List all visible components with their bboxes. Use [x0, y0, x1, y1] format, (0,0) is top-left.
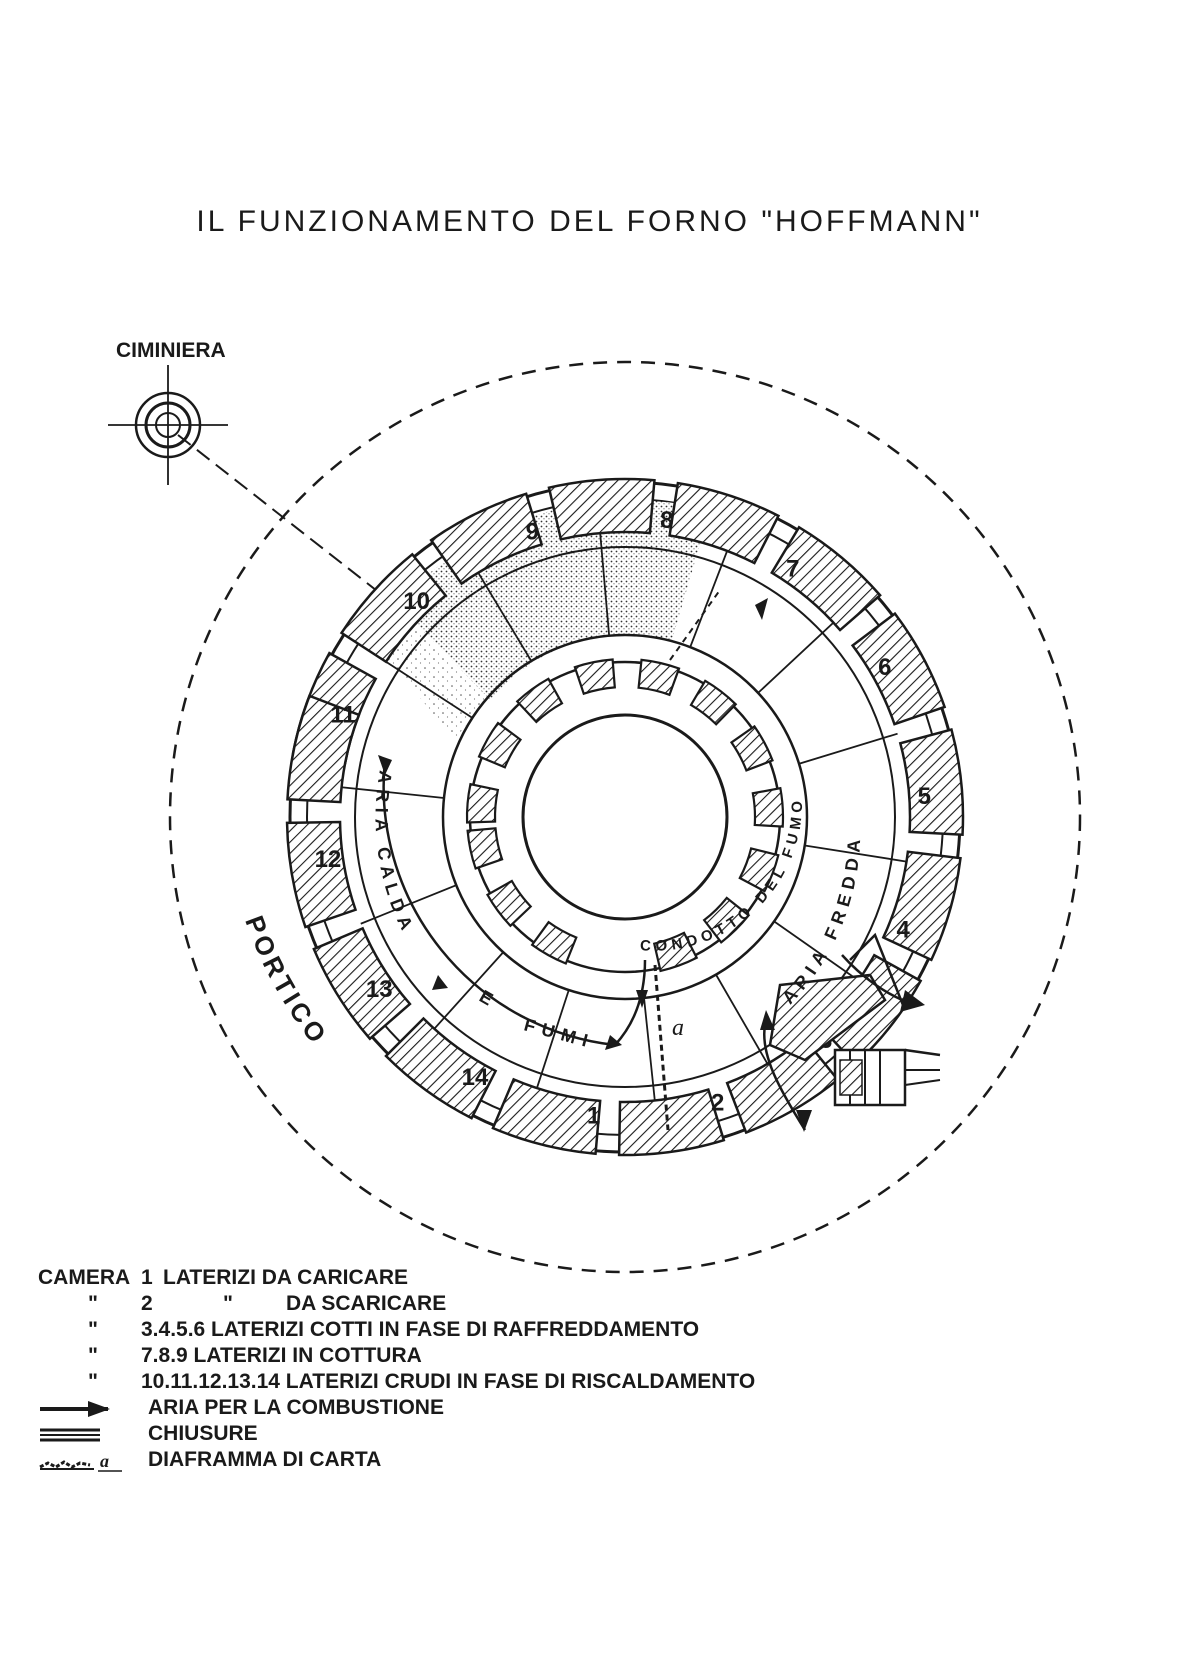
chamber-number: 11 [330, 701, 355, 728]
wall-block [883, 852, 960, 960]
legend-number: 2 [141, 1291, 153, 1317]
wall-block [479, 723, 520, 767]
chamber-number: 14 [462, 1064, 489, 1091]
flue-line [178, 435, 395, 605]
wall-block [468, 828, 502, 868]
legend-number: 1 [141, 1265, 153, 1291]
arrow-icon [38, 1397, 138, 1421]
wall-block [731, 726, 772, 770]
legend-text: 10.11.12.13.14 LATERIZI CRUDI IN FASE DI… [141, 1369, 755, 1395]
wall-block [314, 928, 410, 1038]
wall-block [900, 730, 963, 835]
wall-block [753, 788, 783, 826]
paper-diaphragm-icon: a [38, 1449, 138, 1473]
legend-ditto: " [88, 1317, 98, 1343]
chamber-number: 1 [587, 1102, 600, 1129]
chamber-divider [799, 734, 897, 764]
wall-block [575, 659, 615, 693]
chamber-number: 7 [786, 555, 799, 582]
chamber-number: 6 [878, 654, 891, 681]
wall-block [493, 1079, 600, 1153]
legend-text: CHIUSURE [148, 1421, 258, 1447]
chamber-number: 9 [526, 519, 539, 546]
wall-block [517, 679, 562, 722]
legend-ditto: " [88, 1369, 98, 1395]
central-courtyard [523, 715, 727, 919]
chamber-number: 8 [660, 507, 673, 534]
wall-block [619, 1090, 724, 1155]
chamber-divider [690, 551, 727, 647]
chimney-label: CIMINIERA [116, 339, 226, 362]
closure-icon [38, 1423, 138, 1447]
wall-block [487, 881, 530, 926]
wall-block [532, 922, 576, 963]
wall-block [287, 822, 355, 927]
legend-ditto: " [88, 1291, 98, 1317]
legend-text: LATERIZI DA CARICARE [163, 1265, 408, 1291]
chamber-divider [758, 623, 833, 693]
legend-ditto: " [88, 1343, 98, 1369]
legend-text: DA SCARICARE [286, 1291, 446, 1317]
legend-text: DIAFRAMMA DI CARTA [148, 1447, 381, 1473]
legend-ditto: " [223, 1291, 233, 1317]
legend-text: 7.8.9 LATERIZI IN COTTURA [141, 1343, 422, 1369]
legend-text: ARIA PER LA COMBUSTIONE [148, 1395, 444, 1421]
chamber-number: 4 [896, 916, 910, 943]
chamber-number: 10 [403, 588, 430, 615]
diaphragm-label: a [672, 1015, 684, 1041]
portico-label: PORTICO [239, 912, 334, 1052]
chamber-number: 13 [366, 976, 393, 1003]
wall-block [549, 479, 654, 539]
chimney-icon [108, 365, 228, 485]
diaphragm-symbol: a [100, 1451, 109, 1471]
chamber-number: 5 [918, 783, 931, 810]
wall-block [853, 614, 945, 725]
chamber-divider [716, 975, 768, 1064]
legend-text: 3.4.5.6 LATERIZI COTTI IN FASE DI RAFFRE… [141, 1317, 699, 1343]
legend-key: CAMERA [38, 1265, 130, 1291]
wall-block [639, 660, 679, 695]
wall-block [691, 681, 736, 724]
wall-block [467, 784, 498, 822]
chamber-number: 2 [711, 1089, 724, 1116]
chamber-number: 12 [315, 846, 342, 873]
